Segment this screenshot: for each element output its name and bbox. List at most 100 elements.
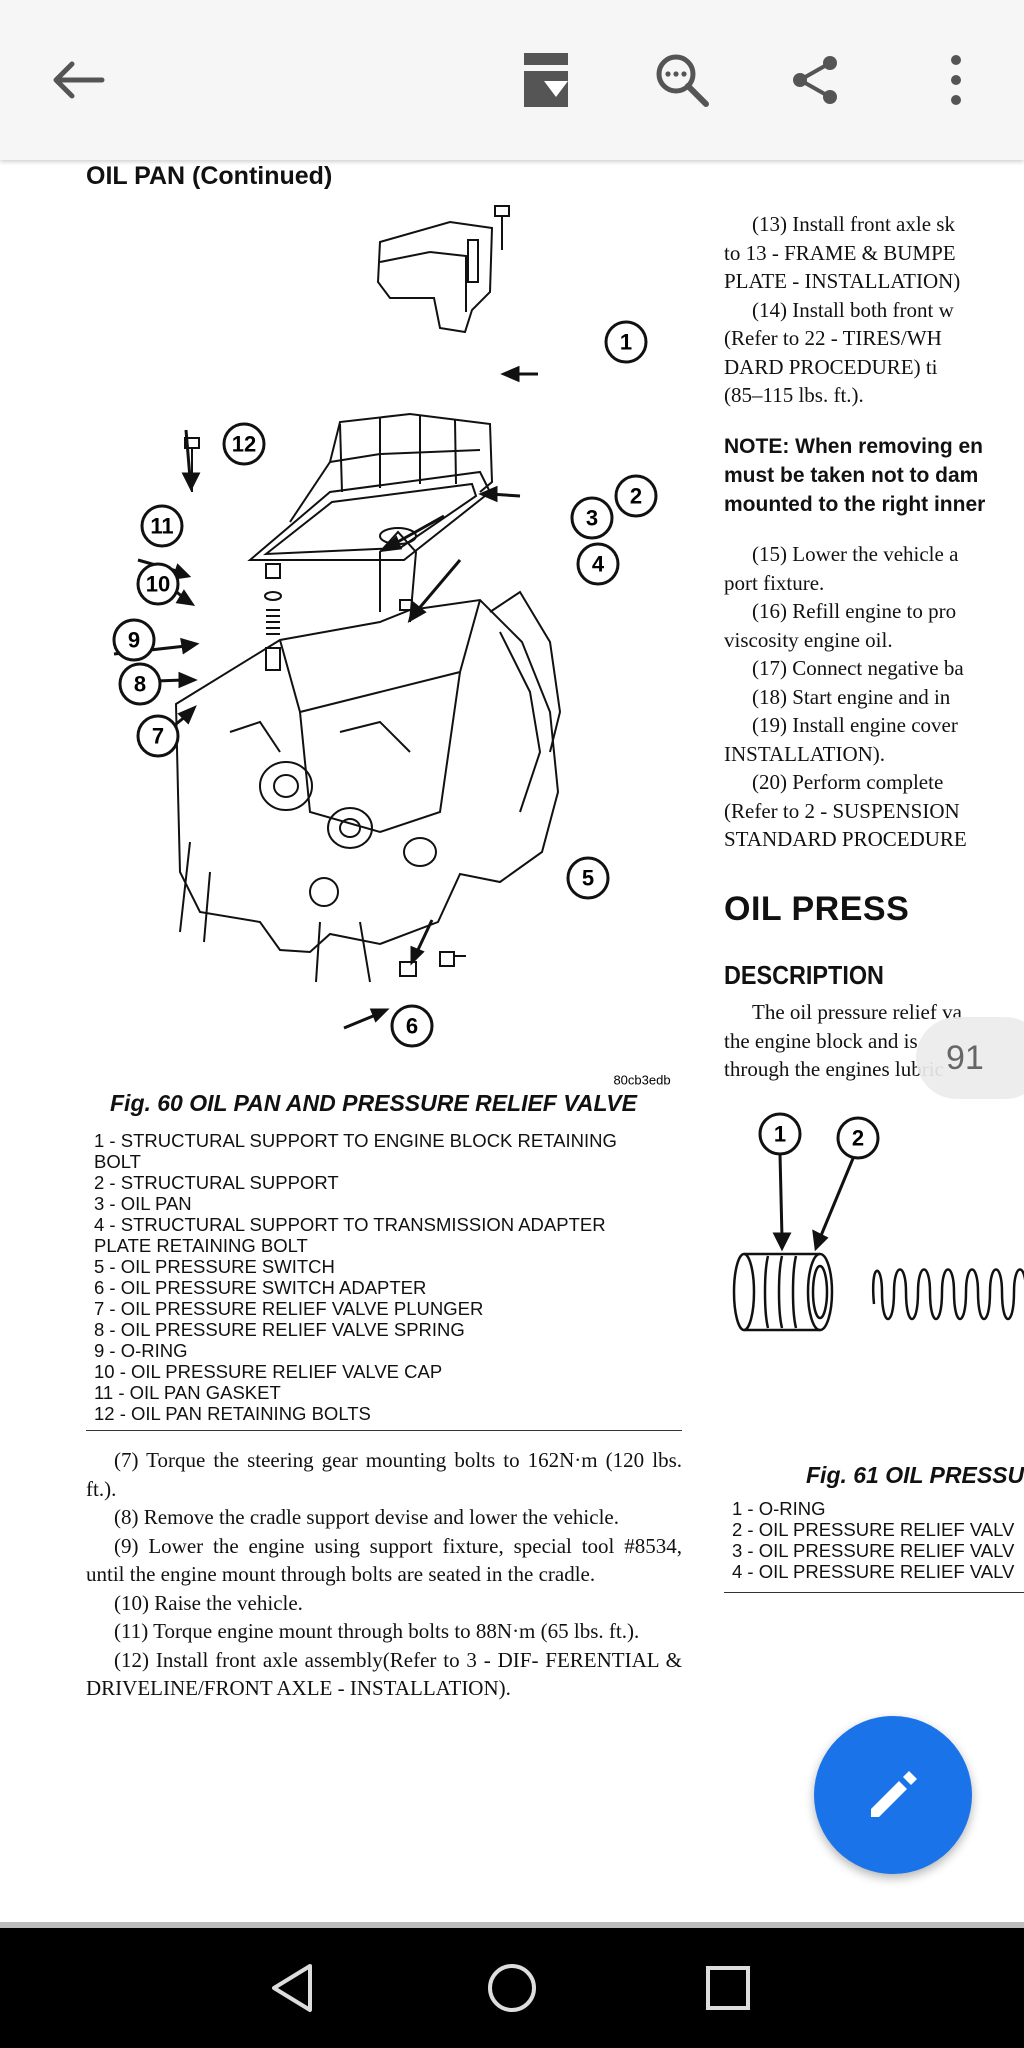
callout-1: 1 [620,330,632,355]
edit-fab-button[interactable] [814,1716,972,1874]
text-line: INSTALLATION). [724,741,886,766]
note-line: must be taken not to dam [724,464,979,487]
text-line: STANDARD PROCEDURE [724,827,967,851]
pencil-edit-icon [871,1771,917,1817]
legend-line: 9 - O-RING [94,1340,188,1361]
callout-4: 4 [592,552,605,577]
callout-7: 7 [152,724,164,749]
step-paragraph: (9) Lower the engine using support fixtu… [86,1533,682,1587]
search-icon [656,54,709,107]
text-line: viscosity engine oil. [724,627,893,652]
image-code: 80cb3edb [613,1073,670,1088]
more-options-button[interactable] [916,40,996,120]
legend-line: BOLT [94,1151,141,1172]
text-line: through the engines lubric [724,1057,944,1081]
oil-pressure-heading: OIL PRESS [724,890,910,928]
reading-mode-button[interactable] [506,40,586,120]
legend-line: 1 - STRUCTURAL SUPPORT TO ENGINE BLOCK R… [94,1130,617,1151]
search-button[interactable] [642,40,722,120]
text-line: (15) Lower the vehicle a [752,542,959,566]
text-line: (Refer to 2 - SUSPENSION [724,798,960,823]
legend-line: 7 - OIL PRESSURE RELIEF VALVE PLUNGER [94,1298,484,1319]
step-paragraph: (10) Raise the vehicle. [114,1590,303,1615]
figure-60-illustration: 1 2 3 4 5 6 7 8 9 10 11 12 80cb3edb [112,205,671,1088]
back-button[interactable] [38,40,118,120]
text-line: (85–115 lbs. ft.). [724,383,864,407]
page-number-badge: 91 [916,1017,1024,1099]
content-bottom-divider [0,1922,1024,1928]
description-text: The oil pressure relief va the engine bl… [724,998,962,1084]
fig61-callout-1: 1 [774,1122,786,1147]
nav-back-triangle-icon [272,1964,312,2012]
legend-line: 1 - O-RING [732,1498,826,1519]
figure-60-divider [86,1430,682,1431]
text-line: (Refer to 22 - TIRES/WH [724,326,942,350]
step-paragraph: (12) Install front axle assembly(Refer t… [86,1647,682,1701]
legend-line: 2 - STRUCTURAL SUPPORT [94,1172,339,1193]
document-page[interactable]: OIL PAN (Continued) [0,162,1024,1922]
share-button[interactable] [776,40,856,120]
legend-line: 4 - STRUCTURAL SUPPORT TO TRANSMISSION A… [94,1214,606,1235]
text-line: (16) Refill engine to pro [752,599,957,623]
arrow-left-icon [53,61,105,99]
note-line: NOTE: When removing en [724,435,984,458]
description-heading: DESCRIPTION [724,960,884,990]
legend-line: 6 - OIL PRESSURE SWITCH ADAPTER [94,1277,427,1298]
callout-8: 8 [134,672,146,697]
step-paragraph: (8) Remove the cradle support devise and… [114,1505,619,1529]
callout-5: 5 [582,866,594,891]
legend-line: 3 - OIL PAN [94,1193,192,1214]
step-paragraph: (7) Torque the steering gear mounting bo… [86,1448,682,1501]
nav-home-circle-icon [488,1964,536,2012]
legend-line: PLATE RETAINING BOLT [94,1235,308,1256]
text-line: to 13 - FRAME & BUMPE [724,240,956,265]
note-line: mounted to the right inner [724,493,986,516]
nav-recents-square-icon [706,1966,750,2010]
text-line: (18) Start engine and in [752,684,951,709]
text-line: PLATE - INSTALLATION) [724,269,961,293]
reading-mode-icon [524,53,568,107]
fig61-callout-2: 2 [852,1126,864,1151]
nav-back-button[interactable] [252,1948,332,2028]
share-icon [793,56,837,104]
figure-60-caption: Fig. 60 OIL PAN AND PRESSURE RELIEF VALV… [110,1090,637,1116]
callout-2: 2 [630,484,642,509]
callout-11: 11 [150,514,173,539]
callout-10: 10 [146,572,170,597]
right-column-steps-mid: (15) Lower the vehicle a port fixture. (… [724,540,967,854]
legend-line: 11 - OIL PAN GASKET [94,1382,281,1403]
figure-61-illustration: 1 2 [732,1112,1024,1332]
legend-line: 2 - OIL PRESSURE RELIEF VALV [732,1519,1015,1540]
figure-61-legend: 1 - O-RING 2 - OIL PRESSURE RELIEF VALV … [732,1498,1014,1582]
right-column-steps-top: (13) Install front axle sk to 13 - FRAME… [724,210,1024,410]
legend-line: 10 - OIL PRESSURE RELIEF VALVE CAP [94,1361,443,1382]
legend-line: 3 - OIL PRESSURE RELIEF VALV [732,1540,1015,1561]
text-line: (14) Install both front w [752,297,954,322]
legend-line: 4 - OIL PRESSURE RELIEF VALV [732,1561,1015,1582]
text-line: The oil pressure relief va [752,1000,962,1024]
legend-line: 5 - OIL PRESSURE SWITCH [94,1256,335,1277]
nav-home-button[interactable] [472,1948,552,2028]
figure-60-legend: 1 - STRUCTURAL SUPPORT TO ENGINE BLOCK R… [94,1130,694,1424]
note-block: NOTE: When removing en must be taken not… [724,432,985,519]
figure-61-caption: Fig. 61 OIL PRESSU [806,1462,1024,1488]
figure-61-divider [724,1592,1024,1593]
nav-recents-button[interactable] [688,1948,768,2028]
callout-3: 3 [586,506,598,531]
text-line: the engine block and is [724,1028,918,1053]
system-navigation-bar [0,1928,1024,2048]
top-toolbar [0,0,1024,160]
text-line: DARD PROCEDURE) ti [724,354,938,379]
section-heading: OIL PAN (Continued) [86,162,333,190]
text-line: (13) Install front axle sk [752,212,955,236]
legend-line: 12 - OIL PAN RETAINING BOLTS [94,1403,371,1424]
more-vert-icon [951,55,961,105]
step-paragraph: (11) Torque engine mount through bolts t… [114,1619,640,1643]
text-line: (20) Perform complete [752,770,944,794]
text-line: (19) Install engine cover [752,713,958,737]
legend-line: 8 - OIL PRESSURE RELIEF VALVE SPRING [94,1319,465,1340]
callout-6: 6 [406,1014,418,1039]
text-line: (17) Connect negative ba [752,656,964,680]
callout-9: 9 [128,628,140,653]
text-line: port fixture. [724,570,825,595]
